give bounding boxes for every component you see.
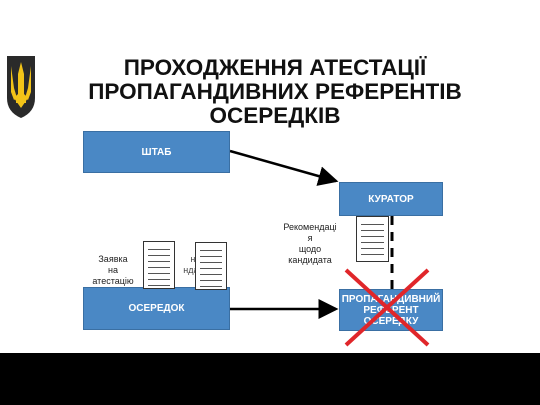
connectors xyxy=(229,149,394,319)
document-icon xyxy=(143,241,175,289)
title-line-2: ПРОПАГАНДИВНИХ РЕФЕРЕНТІВ xyxy=(88,79,462,104)
node-curator: КУРАТОР xyxy=(339,182,443,216)
title-line-1: ПРОХОДЖЕННЯ АТЕСТАЦІЇ xyxy=(123,55,427,80)
document-icon xyxy=(195,242,227,290)
label-application: Заявка на атестацію xyxy=(92,254,134,286)
red-x-cross-icon xyxy=(344,268,430,347)
label-recommendation: Рекомендаці я щодо кандидата xyxy=(283,222,337,265)
node-referent: ПРОПАГАНДИВНИЙ РЕФЕРЕНТ ОСЕРЕДКУ xyxy=(339,289,443,331)
node-hq: ШТАБ xyxy=(83,131,230,173)
arrow-hq-to-curator xyxy=(229,149,339,186)
page-title: ПРОХОДЖЕННЯ АТЕСТАЦІЇ ПРОПАГАНДИВНИХ РЕФ… xyxy=(40,56,510,128)
slide: ПРОХОДЖЕННЯ АТЕСТАЦІЇ ПРОПАГАНДИВНИХ РЕФ… xyxy=(0,0,540,353)
tryzub-emblem-icon xyxy=(7,56,35,118)
document-icon xyxy=(356,216,389,262)
title-line-3: ОСЕРЕДКІВ xyxy=(209,103,341,128)
